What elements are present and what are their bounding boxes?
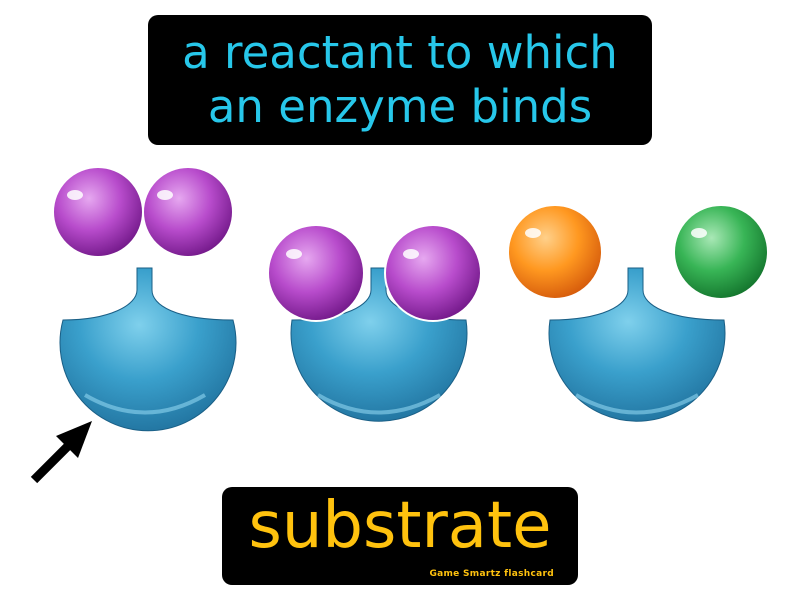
product-molecule-green (673, 204, 769, 300)
substrate-molecule (52, 166, 144, 258)
term-word: substrate (248, 489, 552, 563)
substrate-molecule (384, 224, 482, 322)
product-molecule-orange (507, 204, 603, 300)
substrate-molecule (267, 224, 365, 322)
substrate-molecule (142, 166, 234, 258)
brand-label: Game Smartz flashcard (429, 569, 554, 579)
definition-box: a reactant to which an enzyme binds (148, 15, 652, 145)
pointer-arrow-icon (30, 421, 92, 484)
definition-line-2: an enzyme binds (207, 80, 593, 133)
term-box: substrate Game Smartz flashcard (222, 487, 578, 585)
enzyme-3 (548, 267, 726, 422)
enzyme-1 (59, 267, 237, 432)
definition-line-1: a reactant to which (182, 26, 618, 79)
